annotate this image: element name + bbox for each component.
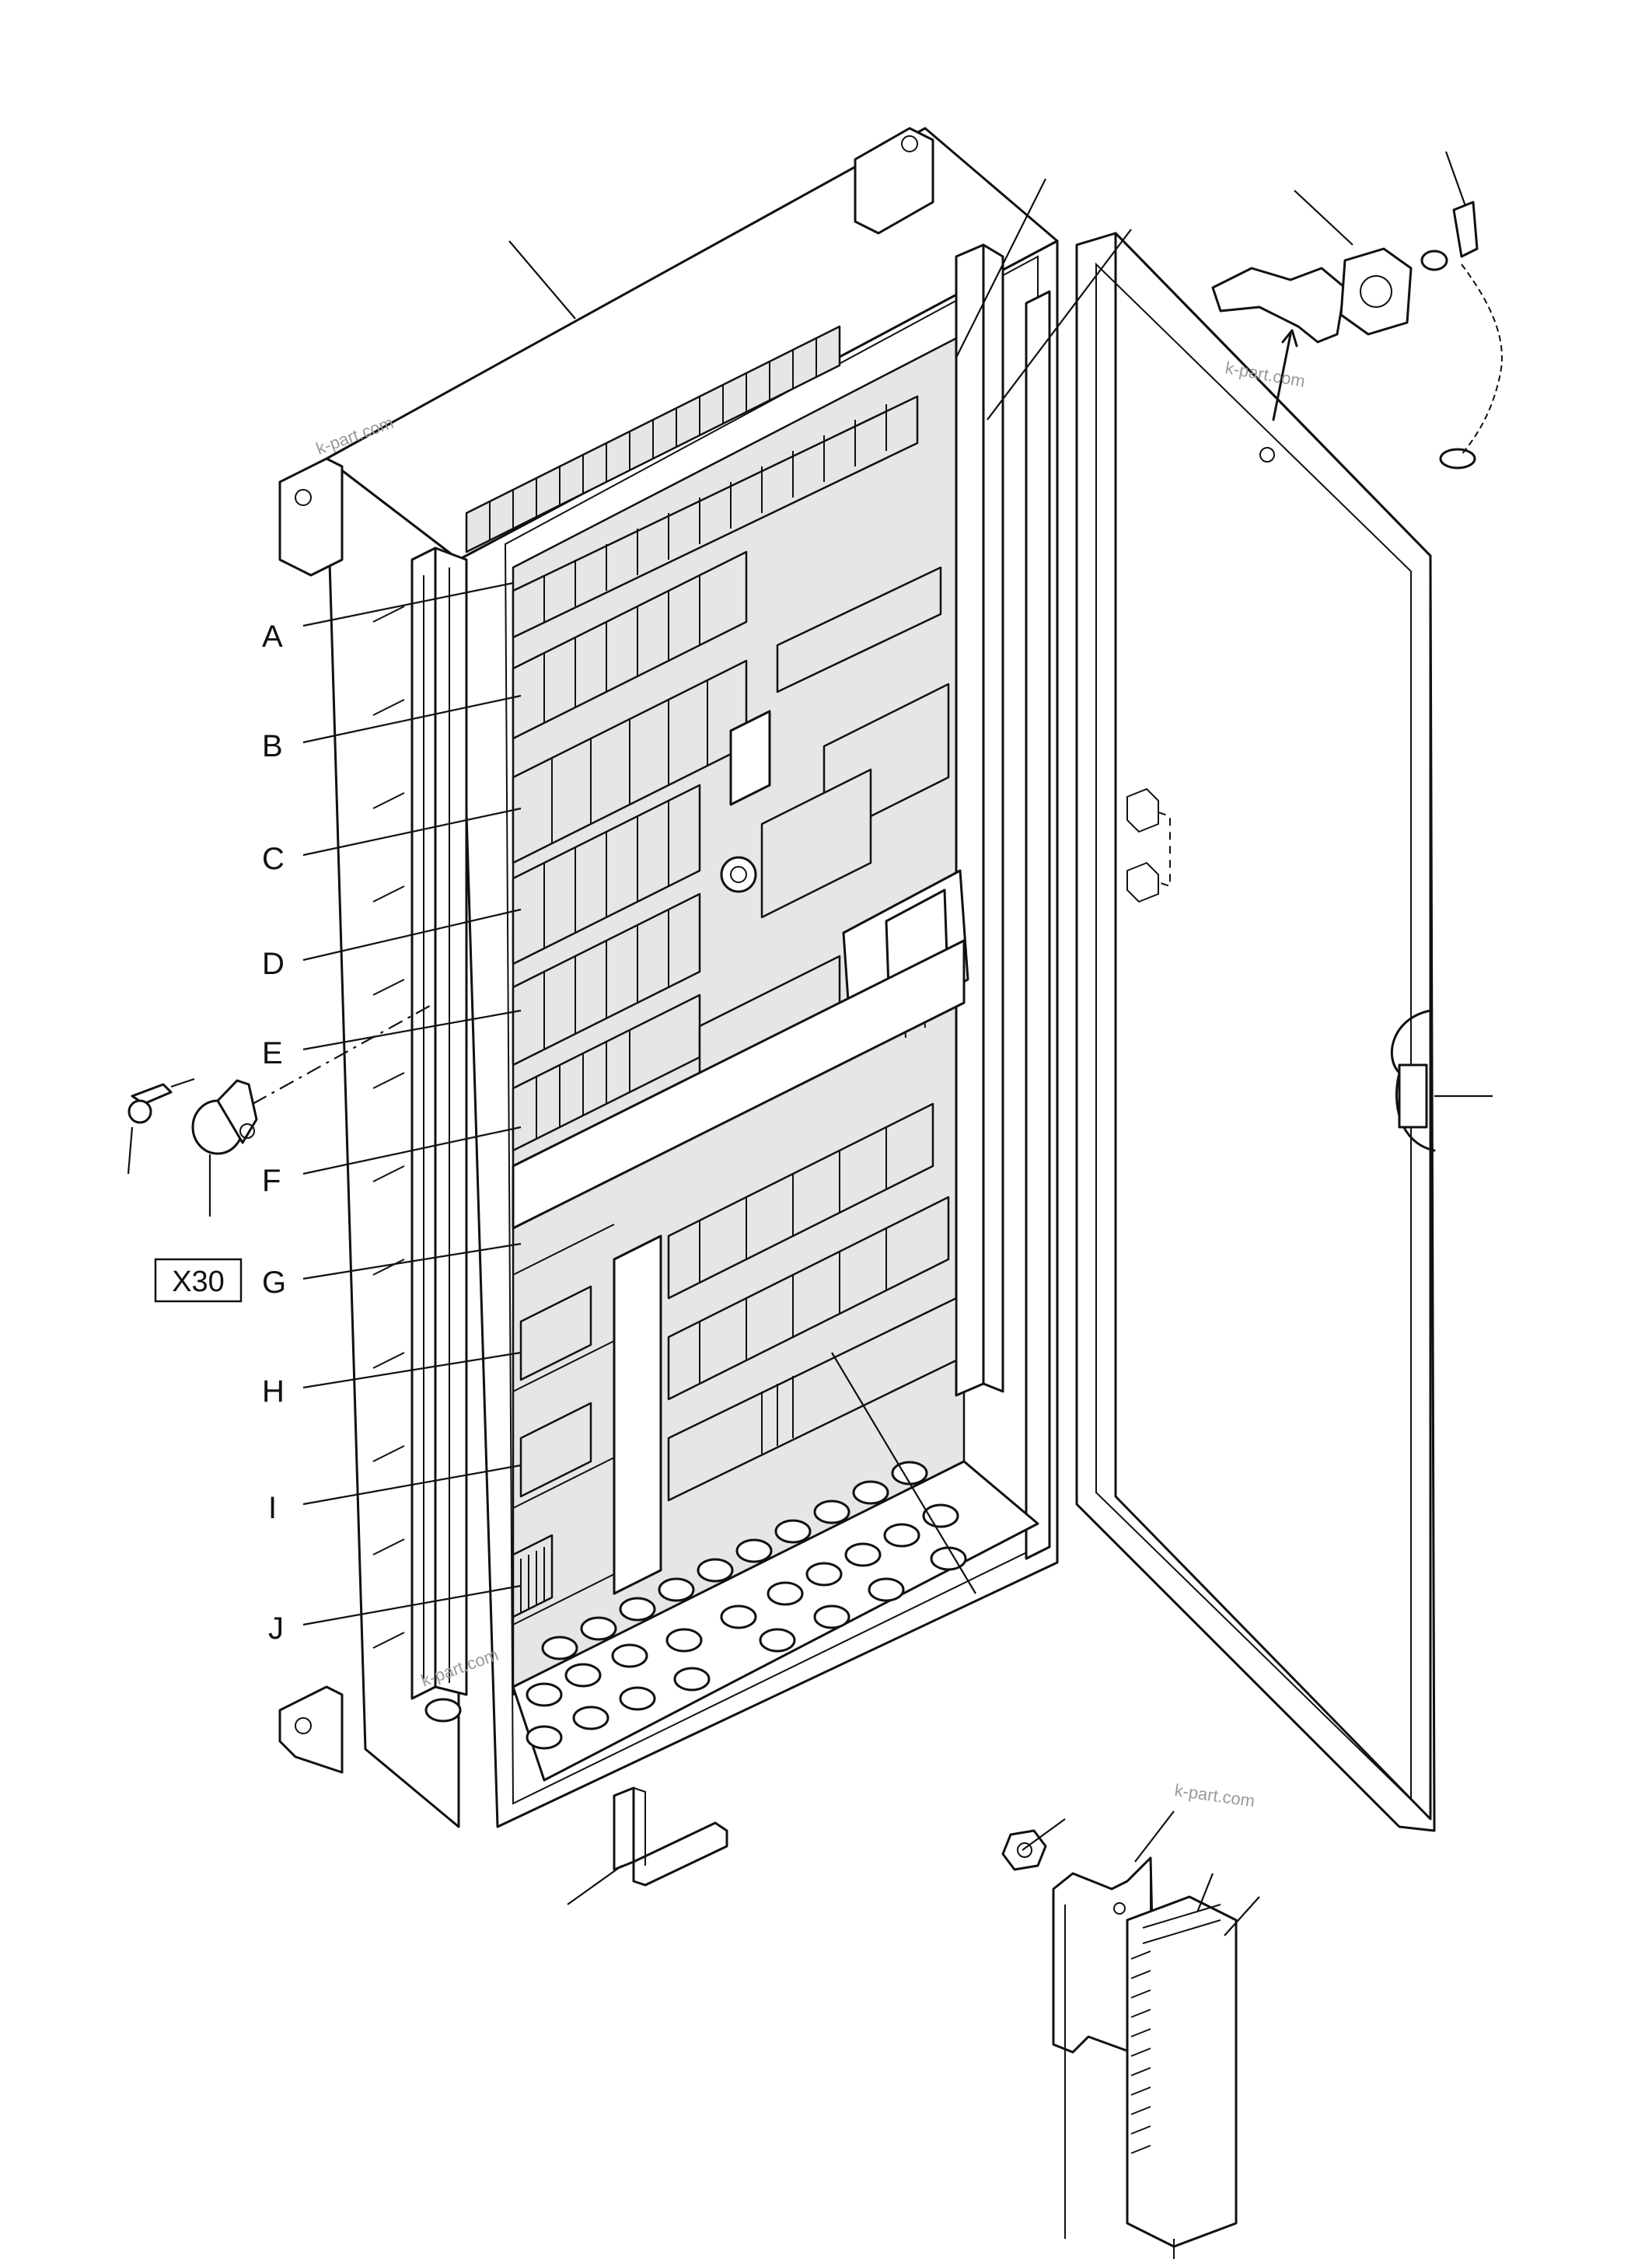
nut-part <box>1001 1829 1047 1871</box>
cabinet-door <box>1075 232 1436 1832</box>
x30-connector-part <box>127 1078 258 1155</box>
row-label-g: G <box>262 1266 286 1300</box>
watermark-text: k-part.com <box>1173 1780 1256 1810</box>
lock-key-with-chain <box>1420 201 1503 470</box>
row-label-a: A <box>262 620 283 654</box>
row-label-c: C <box>262 842 285 876</box>
row-label-b: B <box>262 729 283 763</box>
door-handle <box>1211 247 1413 344</box>
row-label-i: I <box>268 1491 277 1525</box>
row-label-e: E <box>262 1036 283 1070</box>
row-label-f: F <box>262 1164 281 1198</box>
row-labels: A B C D E F G H I J <box>262 620 286 1646</box>
x30-label-box: X30 <box>154 1258 243 1303</box>
row-label-d: D <box>262 947 285 981</box>
leader-lines <box>127 151 1493 1936</box>
l-bracket-part <box>613 1786 728 1887</box>
mounting-rail-profiles <box>1052 1856 1238 2259</box>
cable-glands <box>424 1460 1039 1782</box>
x30-label: X30 <box>172 1266 225 1298</box>
din-rail-rows <box>465 325 969 1625</box>
row-label-h: H <box>262 1374 285 1409</box>
row-label-j: J <box>268 1611 284 1646</box>
